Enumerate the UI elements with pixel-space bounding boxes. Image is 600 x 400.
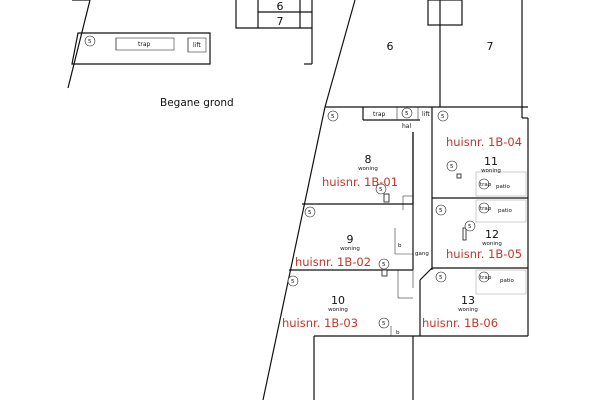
unit-9: 9 woning huisnr. 1B-02 [295, 233, 371, 269]
marker-10b-icon [378, 317, 390, 329]
trap-12-label: trap [480, 206, 492, 212]
core-lift-label: lift [422, 111, 430, 118]
marker-9-icon [304, 206, 316, 218]
core-trap-label: trap [373, 111, 385, 118]
wall-13-diagonal [419, 267, 433, 281]
trap-11-label: trap [480, 182, 492, 188]
patio-11-box [475, 171, 527, 197]
marker-13-label: 5 [439, 275, 443, 281]
marker-8b-icon [375, 183, 387, 195]
unit-12: 12 woning huisnr. 1B-05 [446, 228, 522, 261]
shaft-box [427, 0, 463, 26]
core-gang-label: gang [415, 251, 429, 257]
marker-11-icon [437, 110, 449, 122]
marker-9-label: 5 [308, 210, 312, 216]
wall-diagonal-main [324, 0, 356, 108]
unit-9-house-number: huisnr. 1B-02 [295, 255, 371, 269]
marker-11b-label: 5 [450, 164, 454, 170]
patio-12-box [475, 199, 527, 223]
trap-13-label: trap [480, 275, 492, 281]
unit-10-type: woning [328, 307, 348, 313]
marker-12-label: 5 [439, 208, 443, 214]
unit-8-house-number: huisnr. 1B-01 [322, 175, 398, 189]
unit-9-number: 9 [347, 233, 354, 246]
upper-left-block: trap lift 5 [67, 0, 211, 89]
unit-11: huisnr. 1B-04 11 woning [446, 135, 522, 174]
marker-10-label: 5 [291, 279, 295, 285]
marker-8-icon [327, 110, 339, 122]
unit-11-type: woning [481, 168, 501, 174]
unit-13-number: 13 [461, 294, 475, 307]
unit-12-number: 12 [485, 228, 499, 241]
marker-5-label: 5 [88, 39, 92, 45]
core-hal-label: hal [402, 123, 411, 130]
left-units-walls [289, 132, 414, 277]
unit-11-house-number: huisnr. 1B-04 [446, 135, 522, 149]
unit-10-number: 10 [331, 294, 345, 307]
unit-7-label: 7 [487, 40, 494, 53]
marker-10-icon [287, 275, 299, 287]
patio-13-label: patio [500, 278, 515, 284]
unit-7-top-label: 7 [277, 15, 284, 28]
right-units-walls [419, 171, 528, 336]
unit-8-number: 8 [365, 153, 372, 166]
unit-12-fixture [462, 227, 467, 241]
marker-9b-icon [378, 258, 390, 270]
main-building: 6 7 [262, 0, 529, 400]
unit-6-top-label: 6 [277, 0, 284, 13]
lift-box [187, 37, 207, 53]
upper-middle-outline [235, 0, 313, 29]
unit-13-house-number: huisnr. 1B-06 [422, 316, 498, 330]
unit-12-house-number: huisnr. 1B-05 [446, 247, 522, 261]
unit-9-type: woning [340, 246, 360, 252]
wall-diagonal-lower [262, 106, 326, 400]
trap-11-icon [478, 178, 490, 190]
lift-label: lift [193, 42, 201, 49]
core-b-upper-label: b [398, 243, 402, 249]
stair-lift-box [71, 32, 211, 65]
unit-10: 10 woning huisnr. 1B-03 [282, 294, 358, 330]
stair-box [115, 37, 175, 51]
marker-9b-label: 5 [382, 262, 386, 268]
unit-8: 8 woning huisnr. 1B-01 [322, 153, 398, 189]
marker-8b-label: 5 [379, 187, 383, 193]
core-marker-label: 5 [405, 111, 409, 117]
core-marker-icon [401, 107, 413, 119]
core-b-lower-label: b [396, 330, 400, 336]
marker-11-label: 5 [441, 114, 445, 120]
unit-10-meter [381, 269, 388, 277]
unit-13-type: woning [458, 307, 478, 313]
marker-8-label: 5 [331, 114, 335, 120]
trap-12-icon [478, 202, 490, 214]
unit-11-number: 11 [484, 155, 498, 168]
marker-10b-label: 5 [382, 321, 386, 327]
central-core: trap lift hal b gang b [362, 107, 433, 336]
unit-8-meter [383, 193, 390, 203]
unit-6-label: 6 [387, 40, 394, 53]
unit-13: 13 woning huisnr. 1B-06 [422, 294, 498, 330]
upper-middle-block: 6 7 [235, 0, 313, 65]
patio-labels: trap patio trap patio trap patio [478, 178, 515, 284]
trap-label: trap [138, 41, 150, 48]
marker-11b-icon [446, 160, 458, 172]
patio-12-label: patio [498, 208, 513, 214]
marker-5-icon [84, 35, 96, 47]
unit-11-fixture [456, 173, 462, 179]
marker-group: 5 5 5 5 5 5 5 5 5 5 5 [287, 110, 476, 329]
unit-10-house-number: huisnr. 1B-03 [282, 316, 358, 330]
patio-11-label: patio [496, 184, 511, 190]
marker-12-icon [435, 204, 447, 216]
marker-12b-label: 5 [468, 224, 472, 230]
patio-13-box [475, 269, 527, 295]
trap-13-icon [478, 271, 490, 283]
unit-12-type: woning [482, 241, 502, 247]
unit-8-type: woning [358, 166, 378, 172]
marker-12b-icon [464, 220, 476, 232]
wall-diagonal-left [67, 0, 91, 89]
marker-13-icon [435, 271, 447, 283]
floor-caption: Begane grond [160, 97, 234, 109]
